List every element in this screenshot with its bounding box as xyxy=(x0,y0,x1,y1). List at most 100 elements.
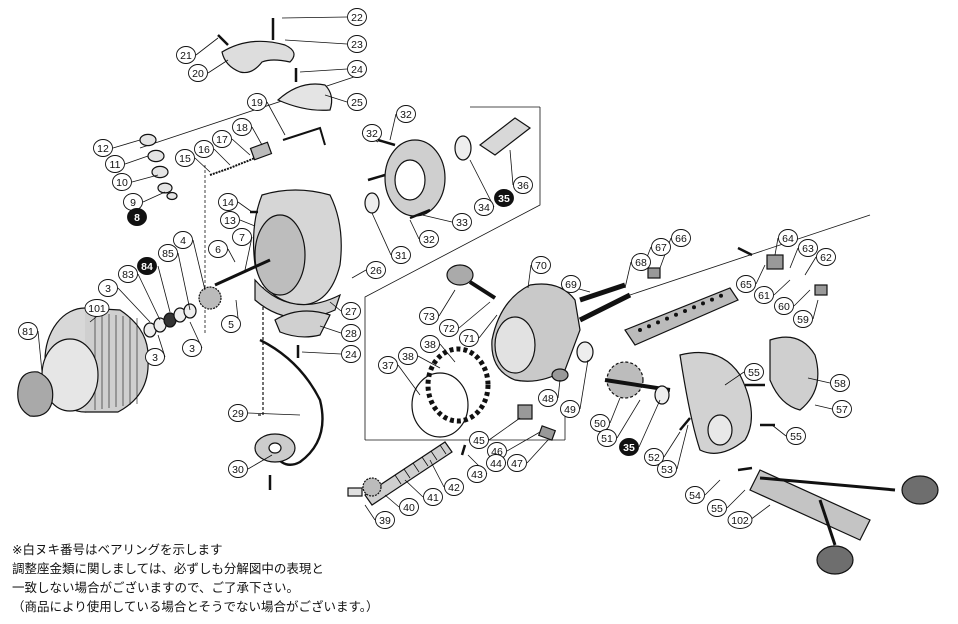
part-number-31: 31 xyxy=(391,246,411,264)
reel-seat-hole xyxy=(718,293,723,298)
part-number-57: 57 xyxy=(832,400,852,418)
leader-line xyxy=(124,155,149,165)
part-number-text: 32 xyxy=(400,109,412,121)
part-label-marker xyxy=(194,140,214,158)
clutch-part xyxy=(517,404,533,420)
leader-line xyxy=(509,149,514,186)
part-number-39: 39 xyxy=(375,511,395,529)
part-number-text: 29 xyxy=(232,408,244,420)
body-opening xyxy=(494,316,536,374)
leader-line xyxy=(324,94,348,103)
part-number-14: 14 xyxy=(218,193,238,211)
part-number-text: 85 xyxy=(162,248,174,260)
part-number-44: 44 xyxy=(486,454,506,472)
part-number-24: 24 xyxy=(341,345,361,363)
part-label-marker xyxy=(208,240,228,258)
part-number-58: 58 xyxy=(830,374,850,392)
handle-shaft-part xyxy=(759,476,896,492)
part-label-marker xyxy=(347,60,367,78)
washer-note-line2: 一致しない場合がございますので、ご了承下さい。 xyxy=(12,580,300,595)
part-number-13: 13 xyxy=(220,211,240,229)
part-label-marker xyxy=(118,265,138,283)
part-number-text: 61 xyxy=(758,290,770,302)
leader-line xyxy=(704,479,721,496)
part-label-marker xyxy=(793,310,813,328)
part-number-text: 40 xyxy=(403,502,415,514)
part-number-48: 48 xyxy=(538,389,558,407)
part-label-marker xyxy=(366,261,386,279)
bail-mount-hole xyxy=(268,442,282,454)
part-number-text: 57 xyxy=(836,404,848,416)
part-number-text: 66 xyxy=(675,233,687,245)
part-label-marker xyxy=(830,374,850,392)
leader-line xyxy=(557,379,561,399)
part-number-6: 6 xyxy=(208,240,228,258)
part-label-marker xyxy=(590,414,610,432)
part-label-marker xyxy=(778,229,798,247)
part-number-101: 101 xyxy=(84,299,110,317)
part-number-text: 84 xyxy=(141,261,153,273)
part-label-marker xyxy=(212,130,232,148)
leader-line xyxy=(506,431,541,452)
part-number-text: 45 xyxy=(473,435,485,447)
shaft-end-part xyxy=(347,487,363,497)
reel-seat-hole xyxy=(664,316,669,321)
part-number-text: 38 xyxy=(424,339,436,351)
part-number-72: 72 xyxy=(439,319,459,337)
bushing-part xyxy=(166,191,178,201)
part-number-62: 62 xyxy=(816,248,836,266)
worm-thread xyxy=(394,474,402,485)
knob-shaft-part xyxy=(468,280,497,300)
part-number-4: 4 xyxy=(173,231,193,249)
screw-part xyxy=(679,417,691,431)
worm-shaft-part xyxy=(364,441,453,506)
part-number-83: 83 xyxy=(118,265,138,283)
part-label-marker xyxy=(744,363,764,381)
part-number-15: 15 xyxy=(175,149,195,167)
bail-arm-part xyxy=(221,40,295,74)
part-label-marker xyxy=(736,275,756,293)
clutch-cam-part xyxy=(551,368,569,382)
bracket-part xyxy=(814,284,828,296)
part-number-text: 43 xyxy=(471,469,483,481)
part-number-61: 61 xyxy=(754,286,774,304)
handle-knob-part xyxy=(901,475,939,505)
part-number-66: 66 xyxy=(671,229,691,247)
part-number-11: 11 xyxy=(105,155,125,173)
leader-line xyxy=(438,289,456,317)
body-cover-part xyxy=(679,351,753,454)
leader-line xyxy=(231,138,251,156)
part-number-34: 34 xyxy=(474,198,494,216)
part-label-marker xyxy=(774,297,794,315)
part-number-text: 19 xyxy=(251,97,263,109)
part-label-marker xyxy=(221,315,241,333)
leader-line xyxy=(371,212,392,256)
torsion-spring-part xyxy=(282,126,326,146)
part-label-marker xyxy=(754,286,774,304)
part-number-36: 36 xyxy=(513,176,533,194)
part-label-marker xyxy=(727,511,753,529)
leader-line xyxy=(527,264,532,289)
leader-line xyxy=(726,489,746,509)
screw-part xyxy=(737,466,753,472)
collar-part xyxy=(364,192,380,214)
part-label-marker xyxy=(112,173,132,191)
guide-box xyxy=(364,107,541,440)
pinion-small-part xyxy=(362,477,382,497)
part-label-marker xyxy=(419,307,439,325)
part-number-38: 38 xyxy=(420,335,440,353)
part-number-25: 25 xyxy=(347,93,367,111)
part-number-7: 7 xyxy=(232,228,252,246)
leader-line xyxy=(244,236,253,271)
part-number-text: 50 xyxy=(594,418,606,430)
part-label-marker xyxy=(657,460,677,478)
part-number-45: 45 xyxy=(469,431,489,449)
part-number-16: 16 xyxy=(194,140,214,158)
part-label-marker xyxy=(452,213,472,231)
screw-part xyxy=(409,208,431,220)
part-number-text: 69 xyxy=(565,279,577,291)
part-number-85: 85 xyxy=(158,244,178,262)
part-number-text: 49 xyxy=(564,404,576,416)
trip-lever-part xyxy=(249,141,273,161)
leader-line xyxy=(112,139,141,149)
